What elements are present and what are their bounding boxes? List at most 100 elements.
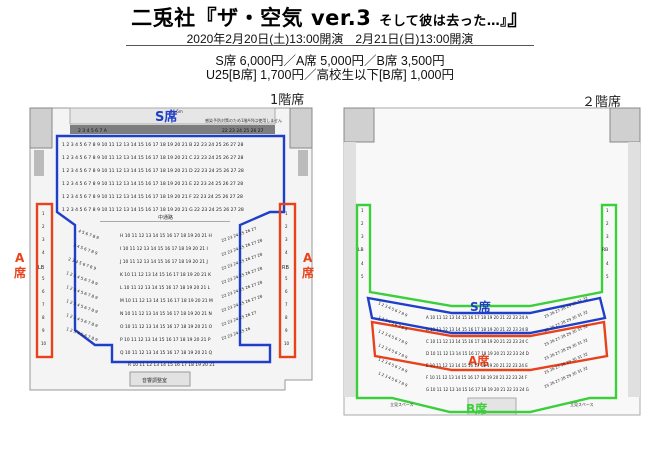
floor1-aisle-label: 中通路 [158,214,173,221]
floor2-lb: LB [358,247,364,253]
page-title: 二兎社『ザ・空気 ver.3 そして彼は去った…』』 [0,2,660,32]
floor1-side-box-numbers-right-10: 10 [284,341,290,346]
floor1-front-block-rowF: 1 2 3 4 5 6 7 8 9 10 11 12 13 14 15 16 1… [62,194,243,200]
floor2-left-angled-row4: 1 2 3 4 5 6 7 8 9 [378,342,409,360]
floor2-side-numbers-left-5: 5 [361,274,364,279]
floor2-side-numbers: 1 2 3 4 5 1 2 3 4 5 [361,208,609,279]
floor1-lb: LB [38,265,45,271]
floor1-front-block-rowG: 1 2 3 4 5 6 7 8 9 10 11 12 13 14 15 16 1… [62,207,244,213]
floor1-side-box-numbers-right-1: 1 [285,211,288,216]
floor1-front-block: 1 2 3 4 5 6 7 8 9 10 11 12 13 14 15 16 1… [62,142,244,213]
floor1-side-box-numbers-left-4: 4 [42,250,45,255]
floor2-left-angled: 1 2 3 4 5 6 7 8 9 1 2 3 4 5 6 7 8 9 1 2 … [378,300,409,388]
floor1-right-angled-block-row6: 22 23 24 25 26 27 28 [221,293,264,313]
floor1-side-box-numbers-left-6: 6 [42,289,45,294]
floor1-back-center-block-rowM: M 10 11 12 13 14 15 16 17 18 19 20 21 M [120,298,213,304]
floor1-left-angled-block-row3: 2 3 4 5 6 7 8 9 [68,256,98,271]
floor1-left-angled-block-row1: 4 5 6 7 8 9 [78,228,100,240]
title-sub: そして彼は去った…』 [379,14,508,29]
floor2-right-angled-row2: 25 26 27 28 29 30 31 32 [543,309,589,333]
floor1-row-a-unused [70,125,275,134]
floor1-label: 1階席 [270,92,304,108]
floor1-side-box-numbers-left-5: 5 [42,276,45,281]
floor1-left-wall-block [29,107,53,149]
floor1-a-right-label-1: A [303,251,313,265]
floor1-right-column [298,150,308,176]
floor1-row-a-numbers-left: 2 3 4 5 6 7 A [78,128,108,134]
floor2-left-angled-row1: 1 2 3 4 5 6 7 8 9 [378,300,409,318]
floor2-s-label: S席 [470,299,491,314]
floor2-outer-wall [343,107,641,416]
floor1-side-box-numbers-left-2: 2 [42,224,45,229]
floor1-left-angled-block-row2: 3 4 5 6 7 8 9 [73,242,99,256]
floor2-right-inner-wall [628,142,640,397]
floor1-right-wall-block [289,107,313,149]
floor1-side-box-numbers-left-7: 7 [42,302,45,307]
floor2-standing-right: 立見スペース [570,401,594,407]
floor1-side-box-numbers: 1 2 3 4 5 6 7 8 9 10 1 2 3 4 5 6 7 8 9 1… [41,211,290,346]
floor1-left-angled-block-row7: 1 2 3 4 5 6 7 8 9 [66,312,99,328]
floor1-a-right-label-2: 席 [302,265,314,280]
floor1-right-angled-block-row8: 22 23 24 25 26 [221,326,252,341]
floor2-side-numbers-right-4: 4 [606,261,609,266]
floor1-back-center-block-rowL: L 10 11 12 13 14 15 16 17 18 19 20 21 L [120,285,211,291]
floor1-back-center-block-rowJ: J 10 11 12 13 14 15 16 17 18 19 20 21 J [119,259,208,265]
floor2-left-angled-row6: 1 2 3 4 5 6 7 8 9 [378,370,409,388]
floor1-left-angled-block-row5: 1 2 3 4 5 6 7 8 9 [66,284,99,300]
floor1-side-box-numbers-right-4: 4 [285,250,288,255]
floor2-right-angled-row6: 25 26 27 28 29 30 31 32 [543,365,589,389]
floor2-seat-rows-G: G 10 11 12 13 14 15 16 17 18 19 20 21 22… [426,387,529,392]
floor1-front-block-rowE: 1 2 3 4 5 6 7 8 9 10 11 12 13 14 15 16 1… [62,181,243,187]
floor1-side-box-numbers-left-10: 10 [41,341,47,346]
floor2-left-angled-row2: 1 2 3 4 5 6 7 8 9 [378,314,409,332]
floor1-right-angled-block-row4: 22 23 24 25 26 27 28 [221,265,264,285]
floor1-back-center-block: H 10 11 12 13 14 15 16 17 18 19 20 21 H … [119,233,215,368]
floor1-a-right-box [278,202,297,359]
floor1-side-box-numbers-right-6: 6 [285,289,288,294]
floor1-back-center-block-rowP: P 10 11 12 13 14 15 16 17 18 19 20 21 P [120,337,211,343]
floor1-left-angled-block-row6: 1 2 3 4 5 6 7 8 9 [66,298,99,314]
floor1-back-center-block-rowH: H 10 11 12 13 14 15 16 17 18 19 20 21 H [120,233,212,239]
floor2-side-numbers-left-2: 2 [361,221,364,226]
floor2-side-numbers-left-3: 3 [361,234,364,239]
floor2-right-wall [609,107,641,143]
floor2-s-seat-outline [366,296,607,335]
floor2-seat-rows-A: A 10 11 12 13 14 15 16 17 18 19 20 21 22… [426,315,528,320]
floor1-side-box-numbers-left-8: 8 [42,315,45,320]
stage-dimension: 16.5m [170,109,183,114]
floor2-side-numbers-right-5: 5 [606,274,609,279]
floor2-side-numbers-left-1: 1 [361,208,364,213]
floor2-b-seat-outline [355,203,618,414]
floor2-standing-left: 立見スペース [390,401,414,407]
floor2-right-angled-row4: 25 26 27 28 29 30 31 32 [543,337,589,361]
floor1-side-box-numbers-right-3: 3 [285,237,288,242]
floor1-right-angled-block: 22 23 24 25 26 27 22 23 24 25 26 27 28 2… [221,225,264,340]
floor2-side-numbers-right-2: 2 [606,221,609,226]
floor2-side-numbers-right-1: 1 [606,208,609,213]
price-line-2: U25[B席] 1,700円／高校生以下[B席] 1,000円 [205,68,454,82]
floor2-left-angled-row3: 1 2 3 4 5 6 7 8 9 [378,328,409,346]
floor1-outer-wall [29,107,313,391]
floor2-right-angled-row1: 25 26 27 28 29 30 31 32 [543,295,589,319]
price-line-1: S席 6,000円／A席 5,000円／B席 3,500円 [215,54,445,68]
floor1-side-box-numbers-right-2: 2 [285,224,288,229]
floor2-b-label: B席 [466,401,487,416]
title-close-bracket: 』 [507,6,529,30]
floor1-left-column [34,150,44,176]
floor2-a-seat-outline [370,320,609,372]
floor1-side-box-numbers-right-7: 7 [285,302,288,307]
floor1-left-angled-block-row4: 1 2 3 4 5 6 7 8 9 [66,270,99,286]
floor2-seat-rows: A 10 11 12 13 14 15 16 17 18 19 20 21 22… [426,315,529,392]
floor1-right-angled-block-row1: 22 23 24 25 26 27 [221,225,258,242]
floor1-back-center-block-rowQ: Q 10 11 12 13 14 15 16 17 18 19 20 21 Q [120,350,213,356]
floor2-seat-rows-C: C 10 11 12 13 14 15 16 17 18 19 20 21 22… [426,339,528,344]
floor1-aisle-line [100,221,230,222]
floor1-sound-booth [129,371,191,387]
floor1-s-seat-outline [55,134,286,364]
floor2-right-angled-row5: 25 26 27 28 29 30 31 32 [543,351,589,375]
floor1-rb: RB [282,265,289,271]
floor1-side-box-numbers-left-9: 9 [42,328,45,333]
title-main: 二兎社『ザ・空気 ver.3 [131,6,372,30]
floor1-back-center-block-rowN: N 10 11 12 13 14 15 16 17 18 19 20 21 N [120,311,212,317]
floor2-left-angled-row5: 1 2 3 4 5 6 7 8 9 [378,356,409,374]
